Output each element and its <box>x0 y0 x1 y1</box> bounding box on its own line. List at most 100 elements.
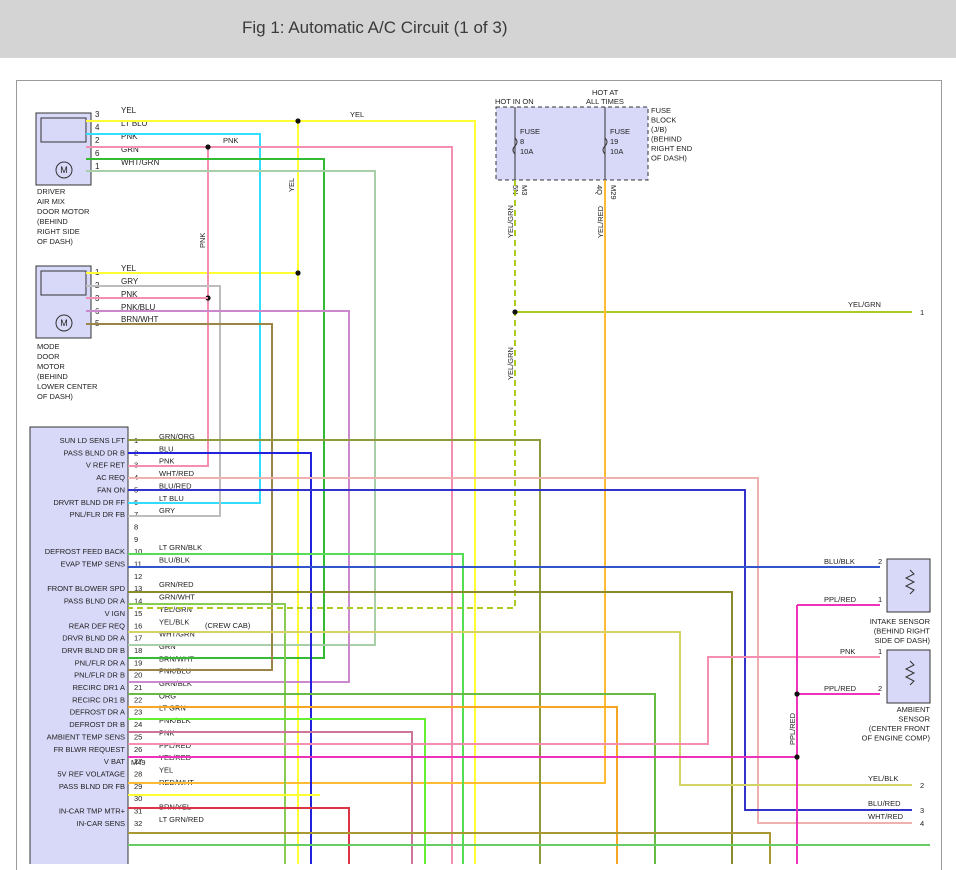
control-module-wire-label: GRN/ORG <box>159 432 195 441</box>
fuse-block-label: OF DASH) <box>651 154 687 163</box>
ambient-pin-num: 2 <box>878 684 882 693</box>
control-module-wire-label: PNK <box>159 457 174 466</box>
wire-label: (CREW CAB) <box>205 621 251 630</box>
fuse-2-wire-label: YEL/RED <box>596 205 605 238</box>
intake-sensor-resistor <box>904 569 916 595</box>
control-module-wire-label: GRN/RED <box>159 580 194 589</box>
fuse-block-box <box>495 106 649 181</box>
control-module-pin-num: 19 <box>134 658 142 667</box>
control-module-pin-num: 17 <box>134 634 142 643</box>
splice-dot <box>295 118 301 124</box>
fuse-1-label: 8 <box>520 137 524 146</box>
intake-pin-num: 2 <box>878 557 882 566</box>
wire-grn <box>86 158 325 659</box>
driver-motor-label: AIR MIX <box>37 197 65 206</box>
wire-yelred <box>128 180 606 784</box>
driver-motor-pin-num: 6 <box>95 149 100 158</box>
control-module-pin-function: PASS BLND DR A <box>64 597 125 606</box>
intake-sensor-label: SIDE OF DASH) <box>875 636 931 645</box>
wire-label: PNK <box>223 136 238 145</box>
control-module-pin-num: 25 <box>134 732 142 741</box>
wire-pnk-driver <box>86 146 453 864</box>
driver-motor-box <box>35 112 92 186</box>
control-module-wire-label: GRY <box>159 506 175 515</box>
control-module-pin-function: EVAP TEMP SENS <box>61 560 125 569</box>
wire-ltgrn <box>128 718 426 864</box>
fuse-block-label: RIGHT END <box>651 144 693 153</box>
control-module-pin-num: 18 <box>134 646 142 655</box>
mode-pot-symbol <box>40 270 87 296</box>
control-module-pin-num: 20 <box>134 671 142 680</box>
output-pin-num: 2 <box>920 781 924 790</box>
wire-label: YEL/GRN <box>848 300 881 309</box>
control-module-pin-num: 8 <box>134 522 138 531</box>
splice-dot <box>512 309 518 315</box>
intake-sensor-box <box>886 558 931 613</box>
driver-motor-wire-label: YEL <box>121 106 137 115</box>
wire-pnk-vertical <box>128 147 209 467</box>
driver-motor-wire-label: PNK <box>121 132 138 141</box>
fuse-block-label: (BEHIND <box>651 135 682 144</box>
output-pin-num: 4 <box>920 819 924 828</box>
control-module-pin-num: 28 <box>134 769 142 778</box>
wire-gry <box>86 285 221 517</box>
control-module-wire-label: LT GRN/RED <box>159 815 204 824</box>
fuse-2-label: 19 <box>610 137 618 146</box>
control-module-pin-function: V REF RET <box>86 461 126 470</box>
mode-motor-wire-label: GRY <box>121 277 139 286</box>
splice-dot <box>794 754 800 760</box>
wire-brnwht <box>86 323 273 671</box>
wire-blured <box>128 489 912 811</box>
control-module-pin-num: 14 <box>134 597 142 606</box>
ambient-sensor-label: AMBIENT <box>897 705 931 714</box>
driver-motor-pin-num: 1 <box>95 162 100 171</box>
wire-yel-mode <box>86 121 299 274</box>
control-module-conn-label: M49 <box>131 758 146 767</box>
control-module-wire-label: LT BLU <box>159 494 184 503</box>
control-module-pin-function: AC REQ <box>96 473 125 482</box>
mode-motor-wire-label: BRN/WHT <box>121 315 158 324</box>
control-module-wire-label: YEL <box>159 765 173 774</box>
splice-dot <box>794 691 800 697</box>
hot-at-label: HOT AT <box>592 88 619 97</box>
control-module-pin-num: 10 <box>134 547 142 556</box>
control-module-wire-label: BLU/RED <box>159 481 192 490</box>
mode-motor-label: MOTOR <box>37 362 65 371</box>
mode-motor-icon <box>55 314 73 332</box>
wire-label: YEL/GRN <box>506 347 515 380</box>
intake-wire-label: BLU/BLK <box>824 557 855 566</box>
control-module-wire-label: PNK/BLK <box>159 716 191 725</box>
wire-ltgrnblk <box>128 553 464 864</box>
control-module-wire-label: GRN/BLK <box>159 679 192 688</box>
fuse-2-conn-label: M29 <box>609 185 618 200</box>
control-module-pin-num: 30 <box>134 794 142 803</box>
control-module-pin-num: 26 <box>134 745 142 754</box>
control-module-pin-function: FR BLWR REQUEST <box>53 745 125 754</box>
mode-motor-box <box>35 265 92 339</box>
control-module-pin-function: PASS BLND DR FB <box>59 782 125 791</box>
control-module-pin-function: DRVR BLND DR A <box>62 634 125 643</box>
control-module-wire-label: GRN/WHT <box>159 593 195 602</box>
driver-motor-icon <box>55 161 73 179</box>
wire-grnwht <box>128 603 286 864</box>
driver-motor-label: DRIVER <box>37 187 66 196</box>
fuse-1-conn-label: M3 <box>520 185 529 195</box>
control-module-pin-function: FAN ON <box>97 485 125 494</box>
wire-grnorg <box>128 439 541 864</box>
ambient-sensor-label: SENSOR <box>898 715 930 724</box>
intake-wire-label: PPL/RED <box>824 595 857 604</box>
fuse-2-label: FUSE <box>610 127 630 136</box>
mode-motor-label: MODE <box>37 342 60 351</box>
control-module-pin-function: RECIRC DR1 B <box>72 695 125 704</box>
control-module-wire-label: YEL/BLK <box>159 617 189 626</box>
mode-motor-label: LOWER CENTER <box>37 382 98 391</box>
driver-motor-label: DOOR MOTOR <box>37 207 90 216</box>
wire-label: YEL <box>350 110 364 119</box>
control-module-wire-label: ORG <box>159 691 176 700</box>
control-module-wire-label: BLU <box>159 444 174 453</box>
control-module-pin-num: 32 <box>134 819 142 828</box>
control-module-pin-num: 23 <box>134 708 142 717</box>
fuse-1-conn-label: 5N <box>511 185 520 195</box>
control-module-pin-function: REAR DEF REQ <box>69 621 125 630</box>
wire-label: PNK <box>198 233 207 248</box>
